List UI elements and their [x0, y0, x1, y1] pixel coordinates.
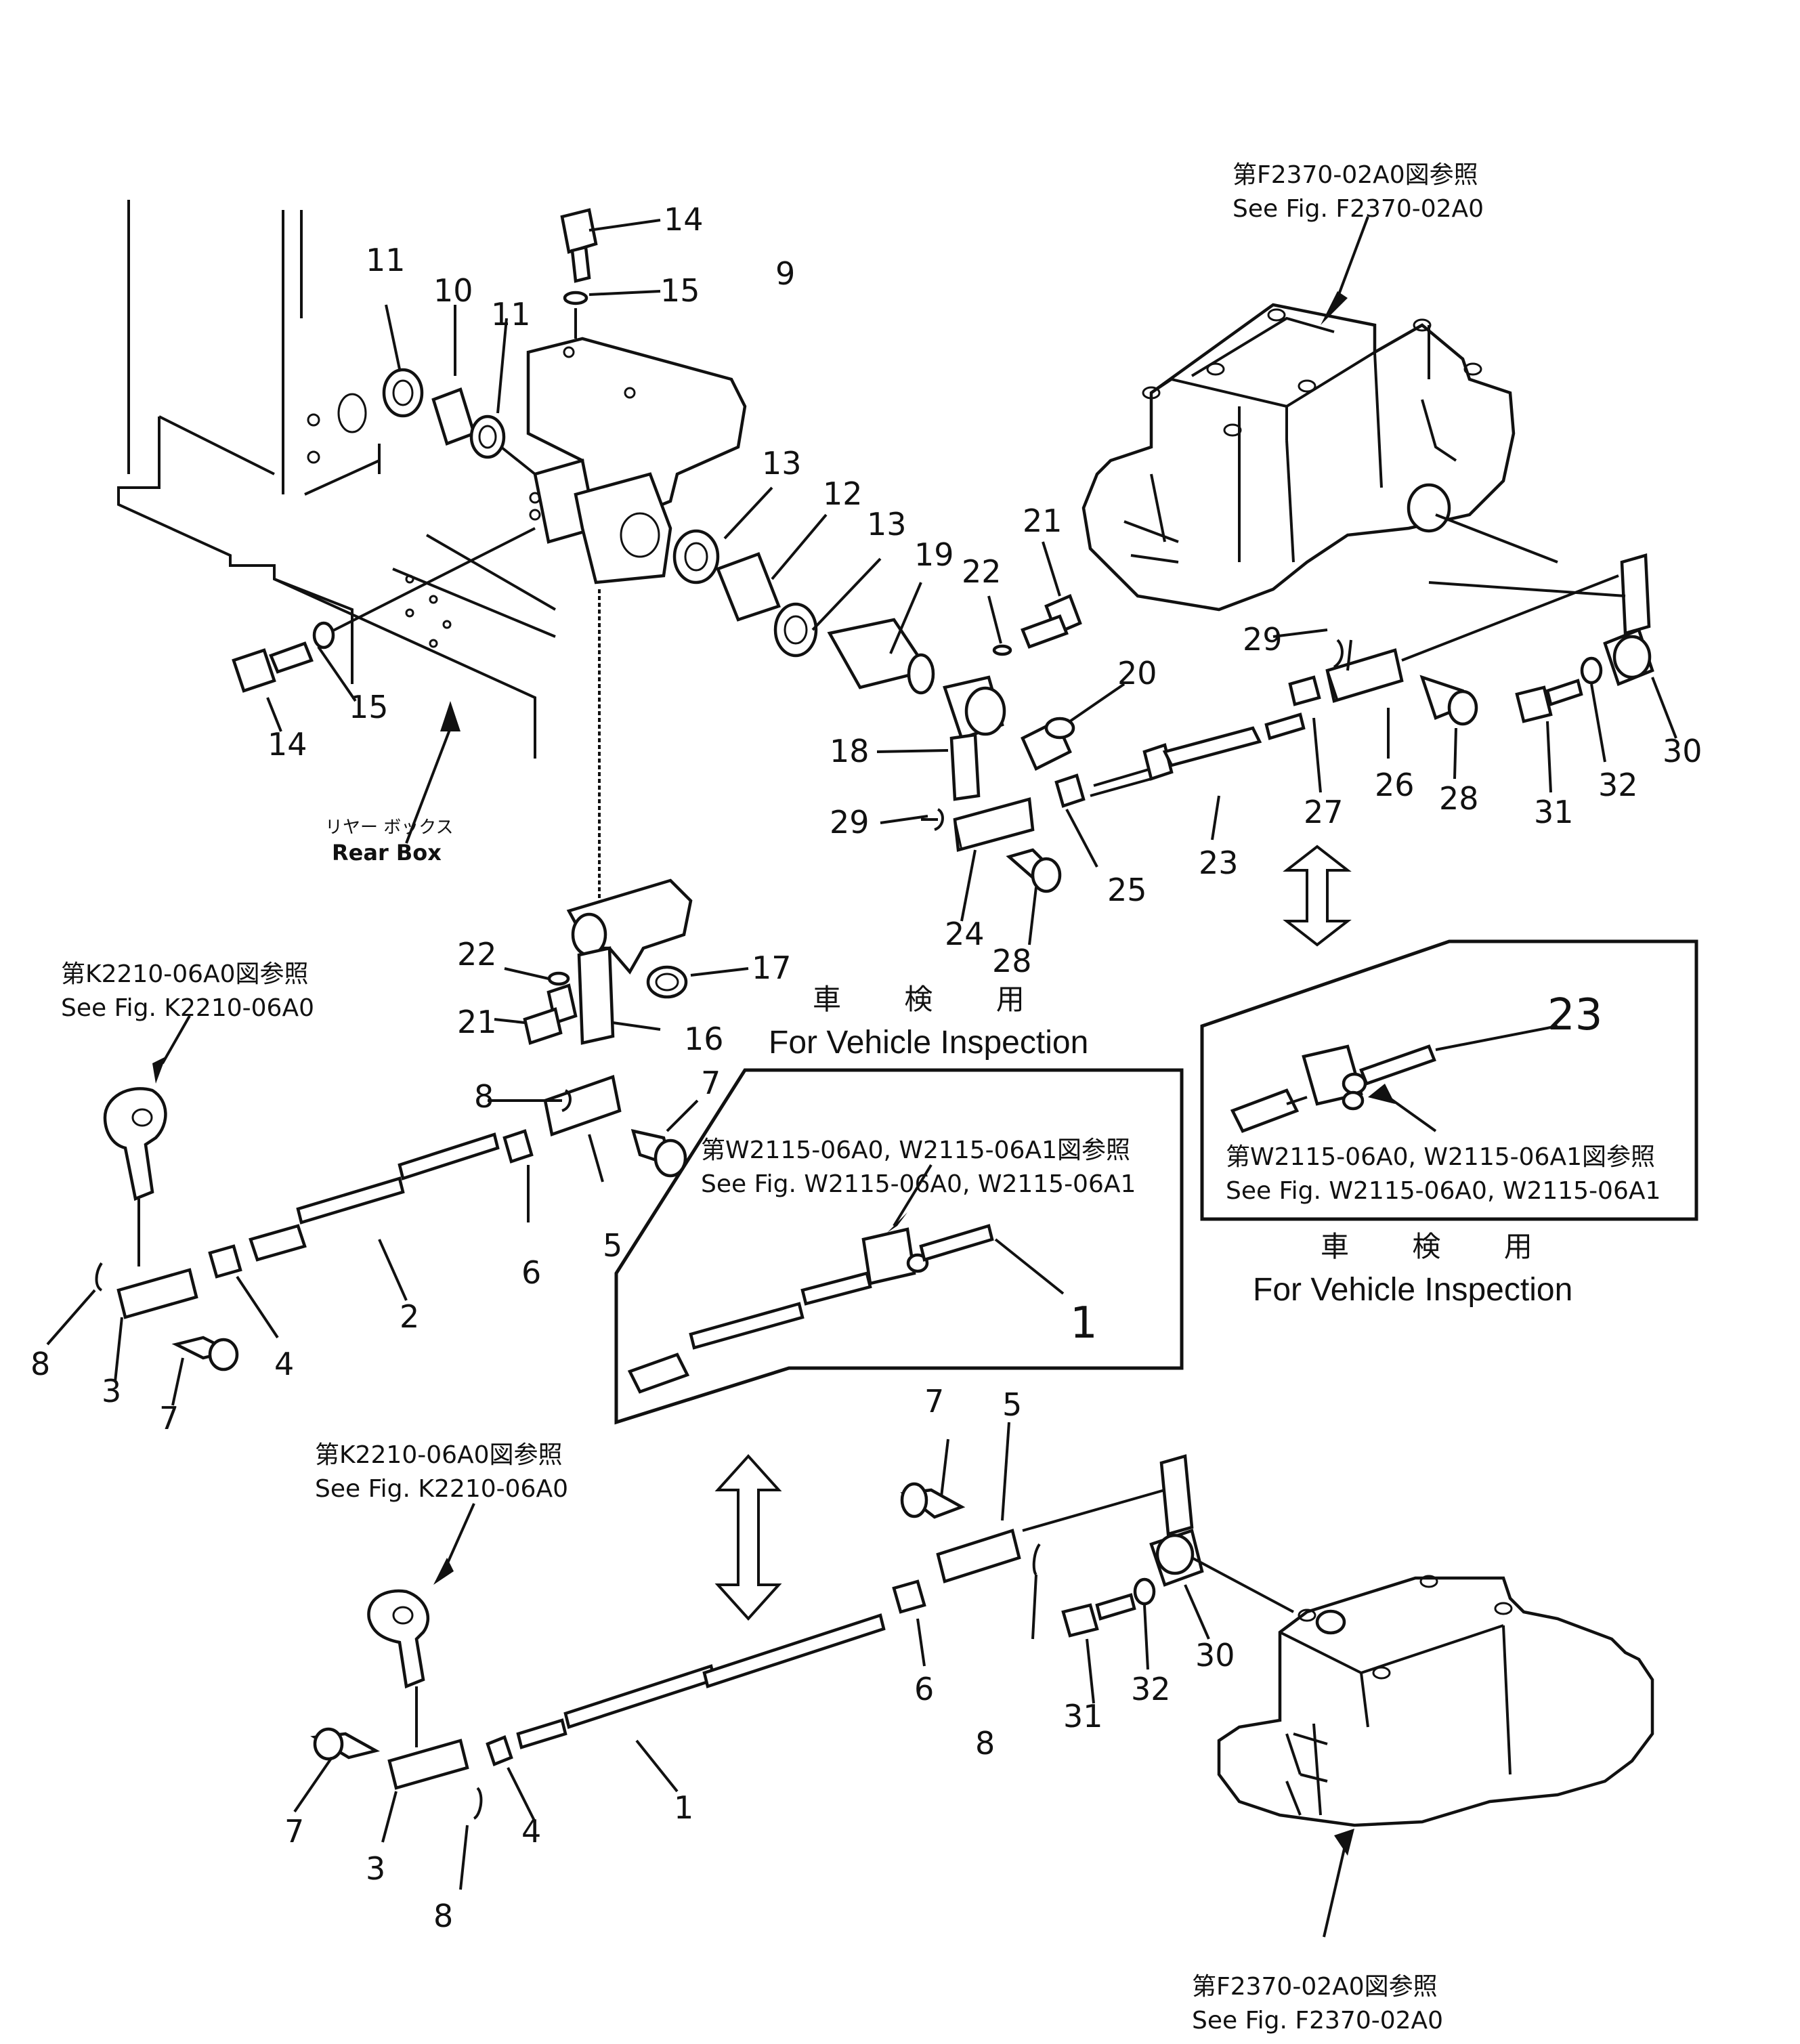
part-label-3-lower: 3: [366, 1850, 385, 1887]
part-label-23-inset: 23: [1547, 990, 1602, 1040]
part-label-10: 10: [433, 272, 473, 309]
bolt-14-top: [560, 208, 661, 339]
bearings-10-11: [382, 304, 536, 475]
part-label-23: 23: [1199, 845, 1239, 881]
ref-k2210-jp-top: 第K2210-06A0図参照: [61, 960, 309, 988]
part-label-21-mid: 21: [457, 1004, 497, 1040]
part-label-28-right: 28: [1439, 780, 1479, 817]
part-label-13a: 13: [762, 445, 802, 482]
rear-box-drawing: [117, 200, 557, 759]
part-label-12: 12: [823, 475, 863, 512]
vehicle-inspection-jp-right: 車 検 用: [1321, 1230, 1560, 1263]
clevis-24-upper: [880, 797, 1062, 945]
part-label-5-lower: 5: [1002, 1386, 1022, 1423]
part-label-8-left: 8: [30, 1346, 50, 1382]
rod-2-assembly: [46, 1015, 699, 1406]
double-arrow-right: [1283, 845, 1352, 947]
bearings-12-13: [672, 486, 882, 658]
part-label-1-inset: 1: [1070, 1298, 1098, 1348]
transmission-housing-lower: [1217, 1575, 1654, 1938]
part-label-15-lower: 15: [349, 689, 389, 725]
part-label-30-lower: 30: [1195, 1637, 1235, 1674]
part-label-24: 24: [945, 916, 985, 952]
part-label-7-lower-left: 7: [284, 1813, 304, 1850]
part-label-20: 20: [1117, 655, 1157, 691]
inset-box-right: [1200, 939, 1698, 1221]
lever-18: [876, 675, 1006, 801]
part-label-8-lower-left: 8: [433, 1898, 453, 1934]
ref-f2370-jp-top: 第F2370-02A0図参照: [1233, 161, 1478, 189]
part-label-28-left: 28: [992, 943, 1032, 979]
rod-23-assembly: [1054, 553, 1677, 868]
part-label-25: 25: [1107, 872, 1147, 908]
part-label-2: 2: [400, 1298, 419, 1335]
bolt-14-lower: [232, 527, 536, 844]
part-label-1-lower: 1: [674, 1789, 693, 1826]
lever-16-assembly: [494, 878, 749, 1045]
part-label-22-mid: 22: [457, 936, 497, 973]
part-label-32-lower: 32: [1131, 1671, 1171, 1707]
rear-box-jp: リヤー ボックス: [325, 817, 454, 838]
part-label-13b: 13: [867, 506, 907, 542]
transmission-housing-upper: [1081, 216, 1558, 612]
ref-k2210-en-top: See Fig. K2210-06A0: [61, 994, 314, 1022]
part-label-30-top: 30: [1663, 733, 1702, 769]
part-label-21-top: 21: [1023, 503, 1063, 539]
part-label-14-lower: 14: [267, 726, 307, 763]
part-label-22-top: 22: [962, 553, 1002, 590]
ref-k2210-jp-bottom: 第K2210-06A0図参照: [315, 1441, 563, 1469]
part-label-3-mid: 3: [102, 1373, 121, 1409]
part-label-4-mid: 4: [274, 1346, 294, 1382]
ref-f2370-jp-bottom: 第F2370-02A0図参照: [1192, 1973, 1438, 2001]
part-label-6-mid: 6: [521, 1254, 541, 1291]
part-label-7-left: 7: [159, 1400, 179, 1436]
ref-w2115-en-right: See Fig. W2115-06A0, W2115-06A1: [1226, 1177, 1660, 1205]
part-label-14-top: 14: [664, 201, 704, 238]
inset-box-center: [614, 1068, 1184, 1425]
part-label-6-lower: 6: [914, 1671, 934, 1707]
vehicle-inspection-en-center: For Vehicle Inspection: [769, 1025, 1088, 1061]
ref-k2210-en-bottom: See Fig. K2210-06A0: [315, 1475, 568, 1503]
part-label-18: 18: [830, 733, 870, 769]
bracket-9: [526, 337, 747, 584]
vehicle-inspection-en-right: For Vehicle Inspection: [1253, 1272, 1572, 1308]
part-label-7-lower: 7: [924, 1383, 944, 1420]
ref-f2370-en-top: See Fig. F2370-02A0: [1233, 195, 1484, 223]
part-label-8-mid: 8: [474, 1078, 494, 1115]
part-label-32-top: 32: [1598, 767, 1638, 803]
ref-w2115-jp-center: 第W2115-06A0, W2115-06A1図参照: [701, 1136, 1130, 1164]
part-label-11b: 11: [491, 296, 531, 333]
ref-w2115-jp-right: 第W2115-06A0, W2115-06A1図参照: [1226, 1143, 1655, 1171]
ref-f2370-en-bottom: See Fig. F2370-02A0: [1192, 2007, 1443, 2035]
part-label-9: 9: [775, 255, 795, 292]
part-label-26: 26: [1375, 767, 1415, 803]
vehicle-inspection-jp-center: 車 検 用: [813, 983, 1052, 1016]
part-label-31-top: 31: [1534, 794, 1574, 830]
bolt-21-upper: [987, 541, 1126, 771]
part-label-4-lower: 4: [521, 1813, 541, 1850]
part-label-29-left: 29: [830, 804, 870, 840]
rod-1-assembly: [293, 1422, 1294, 1890]
part-label-31-lower: 31: [1063, 1698, 1103, 1734]
part-label-19: 19: [914, 536, 954, 573]
part-label-29-right: 29: [1243, 621, 1283, 658]
part-label-5-mid: 5: [603, 1227, 622, 1264]
part-label-17: 17: [752, 950, 792, 986]
ref-w2115-en-center: See Fig. W2115-06A0, W2115-06A1: [701, 1170, 1136, 1198]
part-label-11a: 11: [366, 242, 406, 278]
part-label-16: 16: [684, 1021, 724, 1057]
part-label-7-mid: 7: [701, 1065, 721, 1101]
rear-box-en: Rear Box: [332, 840, 442, 866]
part-label-8-lower-right: 8: [975, 1725, 995, 1762]
shaft-19: [827, 582, 935, 695]
part-label-15-top: 15: [660, 272, 700, 309]
part-label-27: 27: [1304, 794, 1344, 830]
double-arrow-left: [714, 1454, 782, 1621]
